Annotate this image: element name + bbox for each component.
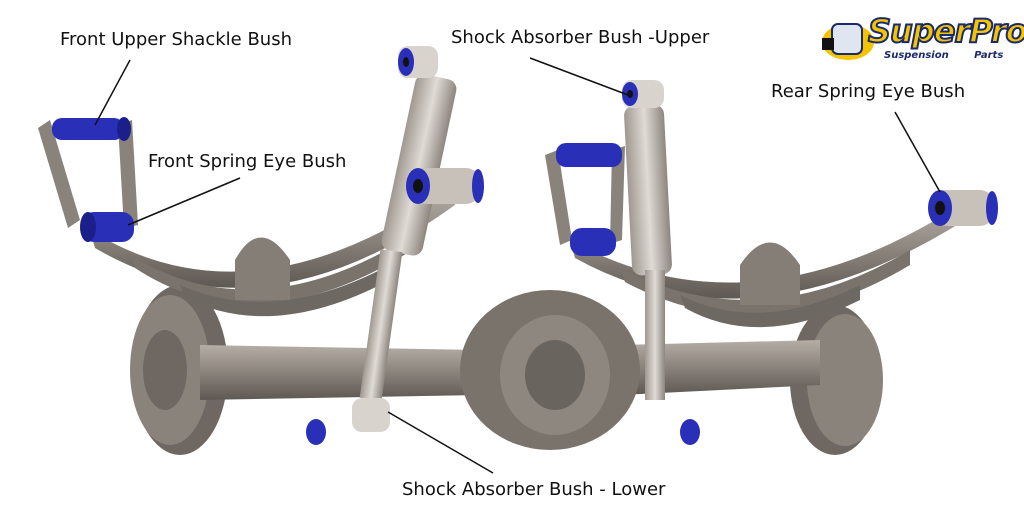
leader-shock-upper	[529, 57, 629, 96]
front-shock-absorber	[359, 74, 457, 401]
leader-rear-spring-eye	[894, 111, 941, 193]
logo-bush-icon	[822, 23, 874, 60]
leader-front-spring-eye	[127, 177, 241, 226]
rear-shock-upper-bush	[622, 80, 664, 108]
label-rear-spring-eye-bush: Rear Spring Eye Bush	[771, 81, 966, 102]
logo-brand: SuperPro	[867, 11, 1024, 51]
rear-spring-eye-bush	[928, 190, 998, 226]
rear-upper-shackle-bush	[556, 143, 622, 167]
front-upper-shackle-bush	[52, 117, 131, 141]
leader-front-upper-shackle	[94, 59, 131, 126]
label-front-upper-shackle-bush: Front Upper Shackle Bush	[60, 29, 292, 50]
rear-front-eye-bush	[570, 228, 616, 256]
logo-tagline: Suspension Parts	[884, 50, 1004, 61]
leader-shock-lower	[387, 411, 494, 474]
label-shock-absorber-bush-lower: Shock Absorber Bush - Lower	[402, 479, 666, 500]
front-shock-lower-bush	[306, 398, 390, 445]
rear-shackle	[545, 146, 625, 245]
leader-lines	[94, 57, 941, 474]
rear-leaf-spring	[570, 205, 965, 328]
label-shock-absorber-bush-upper: Shock Absorber Bush -Upper	[451, 27, 710, 48]
front-spring-eye-bush	[80, 212, 134, 242]
front-shock-upper-bush	[398, 46, 438, 78]
front-rear-eye-bush	[406, 168, 484, 204]
front-shackle	[38, 120, 138, 228]
label-front-spring-eye-bush: Front Spring Eye Bush	[148, 151, 347, 172]
axle	[200, 290, 820, 450]
rear-shock-lower-bush	[680, 419, 700, 445]
rear-shock-absorber	[624, 104, 672, 400]
left-hub	[130, 285, 228, 455]
superpro-logo: SuperPro Suspension Parts	[818, 11, 1024, 68]
